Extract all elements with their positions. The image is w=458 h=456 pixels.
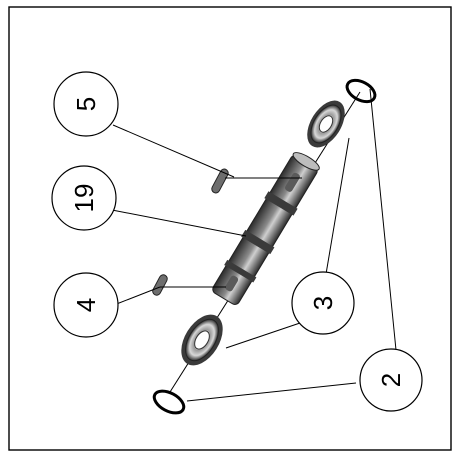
drawing-border bbox=[8, 6, 452, 451]
leader-3-lower bbox=[225, 322, 301, 349]
balloon-4-label: 4 bbox=[71, 298, 101, 312]
leader-2-upper bbox=[369, 88, 397, 351]
upper-bearing bbox=[307, 100, 345, 148]
leader-lines bbox=[111, 88, 397, 402]
balloon-2: 2 bbox=[359, 348, 423, 412]
balloon-5-label: 5 bbox=[71, 97, 101, 111]
balloon-4: 4 bbox=[53, 272, 119, 338]
balloon-3: 3 bbox=[291, 271, 355, 335]
upper-retaining-ring bbox=[345, 78, 377, 104]
balloon-3-label: 3 bbox=[308, 296, 338, 310]
key-lower bbox=[152, 274, 168, 296]
leader-19 bbox=[111, 209, 247, 237]
leader-2-lower bbox=[186, 382, 357, 402]
shaft bbox=[212, 152, 320, 305]
leader-3-upper bbox=[324, 137, 350, 281]
lower-retaining-ring bbox=[152, 389, 186, 415]
balloon-19-label: 19 bbox=[69, 184, 99, 213]
key-upper bbox=[211, 168, 229, 194]
balloon-19: 19 bbox=[51, 165, 117, 231]
balloon-5: 5 bbox=[53, 71, 119, 137]
lower-bearing bbox=[181, 314, 223, 366]
balloon-2-label: 2 bbox=[376, 373, 406, 387]
leader-5 bbox=[112, 124, 235, 178]
leader-4 bbox=[113, 286, 161, 306]
